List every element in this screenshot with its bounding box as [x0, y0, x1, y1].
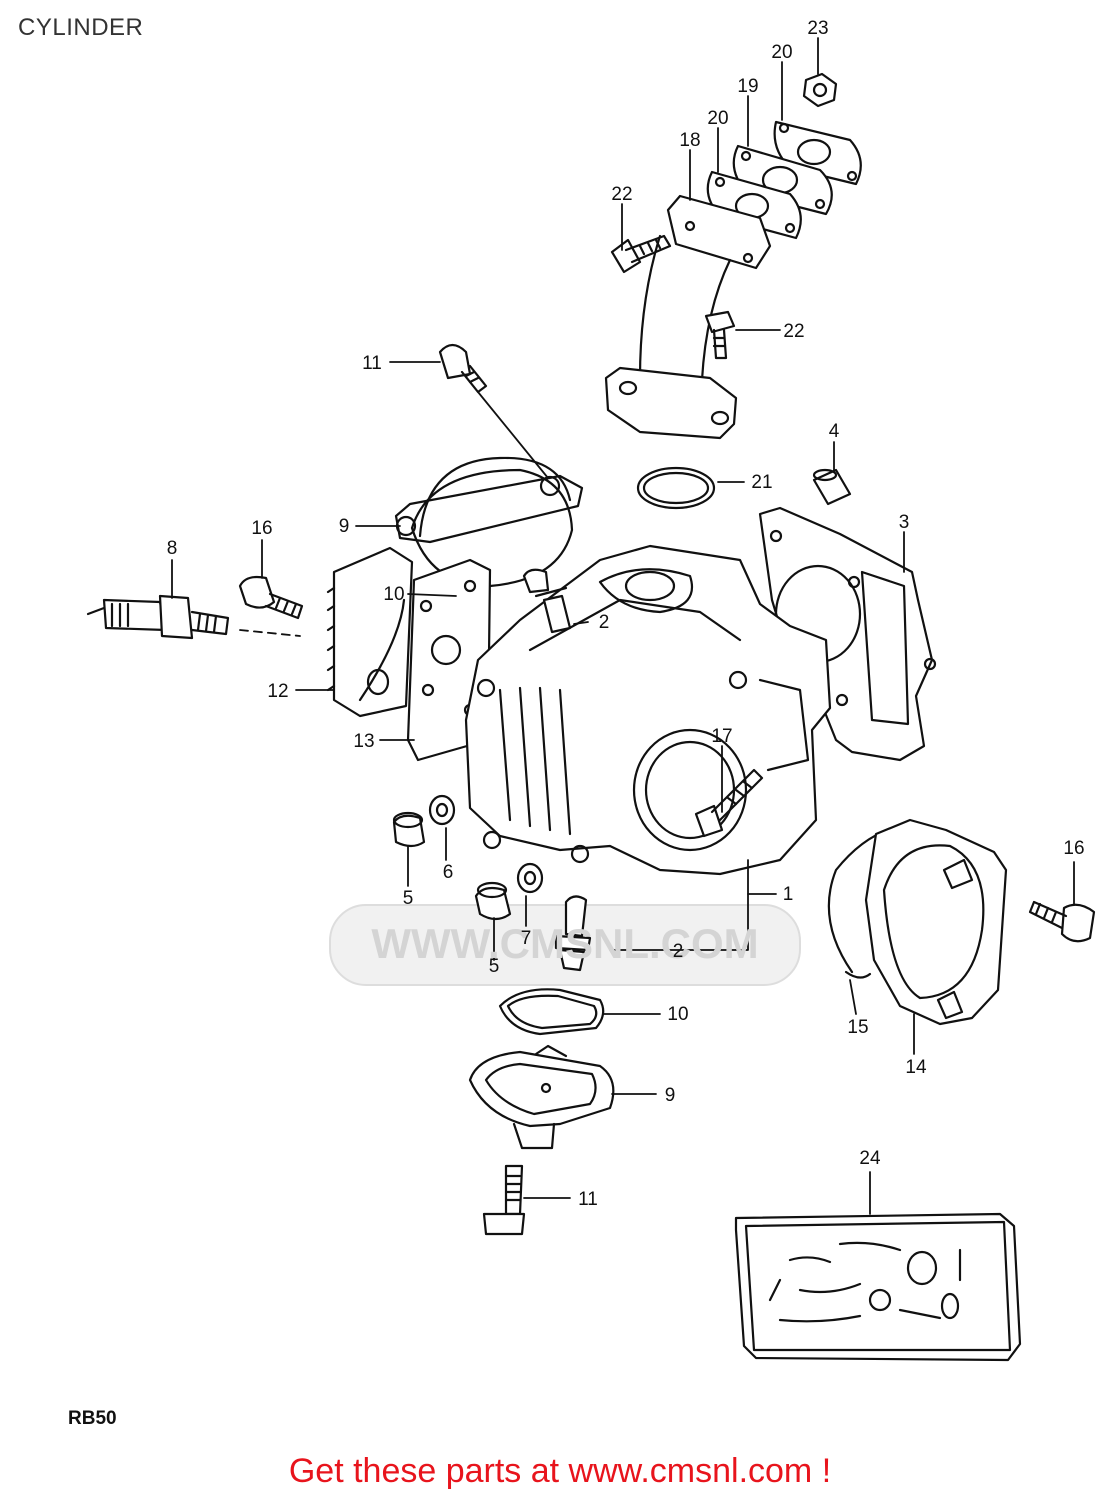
callout-18: 18	[679, 130, 700, 151]
part-22-bolt-right	[704, 310, 736, 360]
part-23-nut	[802, 72, 838, 108]
callout-2: 2	[599, 612, 610, 633]
part-5-plug-upper	[392, 811, 426, 848]
callout-labels: 23 20 19 20 18 22 22 11 4 21 3 9 16 8 10…	[167, 18, 1085, 1210]
callout-2: 2	[673, 941, 684, 962]
part-5-plug-lower	[474, 881, 512, 921]
part-21-o-ring	[636, 466, 716, 510]
page-title: CYLINDER	[18, 14, 144, 41]
callout-20: 20	[707, 108, 728, 129]
callout-21: 21	[751, 472, 772, 493]
callout-10: 10	[667, 1004, 688, 1025]
callout-19: 19	[737, 76, 758, 97]
part-4-dowel-pin	[812, 468, 852, 506]
callout-9: 9	[665, 1085, 676, 1106]
part-3-cylinder-gasket	[758, 506, 937, 762]
part-11-bolt-upper	[438, 343, 488, 394]
callout-20: 20	[771, 42, 792, 63]
part-2-stud-lower	[554, 895, 592, 972]
callout-12: 12	[267, 681, 288, 702]
part-24-gasket-set	[734, 1212, 1022, 1362]
callout-6: 6	[443, 862, 454, 883]
part-9-cover-lower	[468, 1044, 615, 1150]
callout-5: 5	[489, 956, 500, 977]
callout-5: 5	[403, 888, 414, 909]
callout-10: 10	[383, 584, 404, 605]
callout-23: 23	[807, 18, 828, 39]
callout-3: 3	[899, 512, 910, 533]
callout-8: 8	[167, 538, 178, 559]
callout-11: 11	[362, 353, 382, 374]
part-12-side-cover	[326, 546, 414, 718]
callout-17: 17	[711, 726, 732, 747]
callout-14: 14	[905, 1057, 927, 1078]
callout-15: 15	[847, 1017, 868, 1038]
model-code: RB50	[68, 1408, 117, 1429]
leader-lines	[171, 37, 1075, 1215]
part-16-bolt-right	[1028, 900, 1096, 943]
part-14-side-cover	[864, 818, 1008, 1026]
callout-9: 9	[339, 516, 350, 537]
part-19-insulator	[732, 144, 833, 216]
footer-link-text[interactable]: Get these parts at www.cmsnl.com !	[288, 1452, 832, 1490]
callout-13: 13	[353, 731, 374, 752]
callout-24: 24	[859, 1148, 881, 1169]
part-11-bolt-lower	[482, 1164, 526, 1236]
callout-22: 22	[611, 184, 632, 205]
callout-16: 16	[1063, 838, 1084, 859]
part-8-spark-plug	[86, 594, 230, 640]
part-2-stud-upper	[522, 568, 572, 634]
part-17-bolt	[694, 768, 764, 838]
watermark-text: WWW.CMSNL.COM	[371, 920, 758, 967]
part-9-cover-upper	[394, 456, 584, 544]
callout-22: 22	[783, 321, 804, 342]
part-22-bolt-left	[610, 234, 672, 274]
callout-7: 7	[521, 928, 532, 949]
part-6-washer	[428, 794, 456, 826]
callout-4: 4	[829, 421, 840, 442]
callout-16: 16	[251, 518, 272, 539]
part-18-intake-pipe	[604, 194, 772, 440]
part-10-gasket-lower	[498, 988, 605, 1036]
part-16-bolt-upper	[238, 575, 304, 620]
callout-11: 11	[578, 1189, 598, 1210]
callout-1: 1	[783, 884, 794, 905]
part-7-washer	[516, 862, 544, 894]
